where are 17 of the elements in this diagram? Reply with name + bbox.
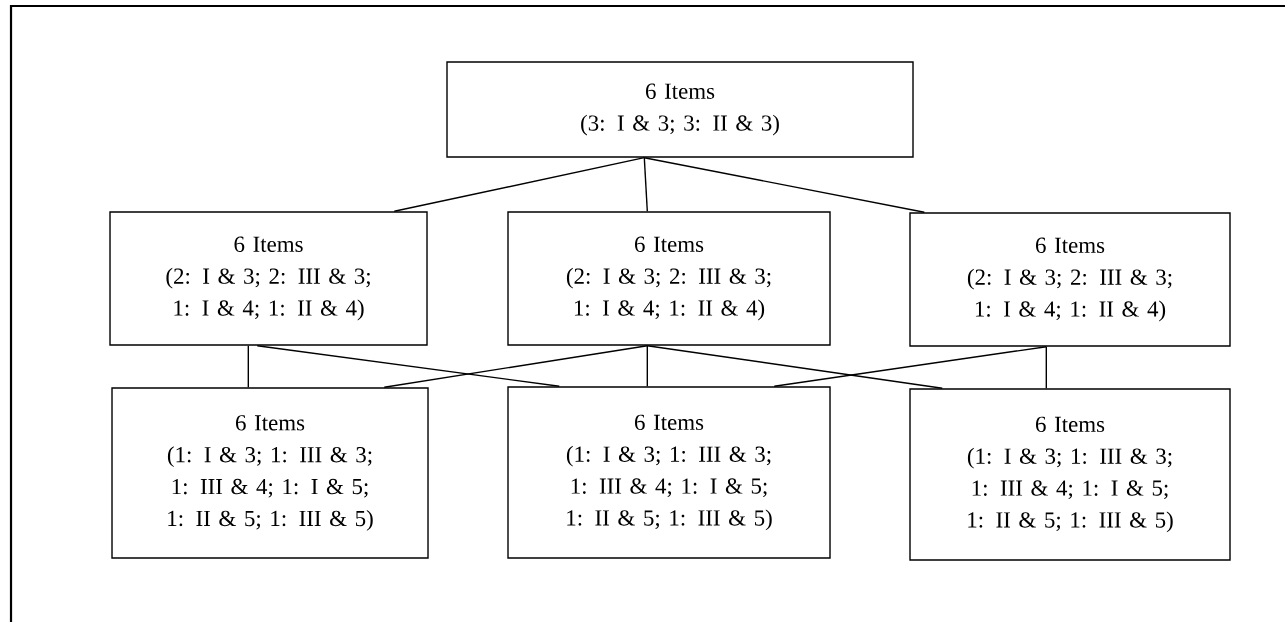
connector-line (643, 157, 925, 213)
item-box: 6 Items (2: I & 3; 2: III & 3; 1: I & 4; 1: II & 4) (507, 211, 831, 346)
connector-line (247, 345, 249, 388)
connector-line (383, 345, 648, 388)
connector-line (646, 345, 648, 387)
connector-line (1045, 346, 1047, 389)
connector-line (646, 345, 943, 389)
item-box: 6 Items (1: I & 3; 1: III & 3; 1: III & 4; 1: I & 5; 1: II & 5; 1: III & 5) (111, 387, 429, 559)
connector-line (393, 157, 645, 212)
connector-line (643, 157, 648, 212)
connector-line (256, 345, 560, 387)
connector-line (773, 346, 1047, 387)
item-box: 6 Items (3: I & 3; 3: II & 3) (446, 61, 914, 158)
item-box: 6 Items (2: I & 3; 2: III & 3; 1: I & 4; 1: II & 4) (909, 212, 1231, 347)
item-box: 6 Items (2: I & 3; 2: III & 3; 1: I & 4; 1: II & 4) (109, 211, 428, 346)
item-box: 6 Items (1: I & 3; 1: III & 3; 1: III & 4; 1: I & 5; 1: II & 5; 1: III & 5) (507, 386, 831, 559)
item-box: 6 Items (1: I & 3; 1: III & 3; 1: III & 4; 1: I & 5; 1: II & 5; 1: III & 5) (909, 388, 1231, 561)
